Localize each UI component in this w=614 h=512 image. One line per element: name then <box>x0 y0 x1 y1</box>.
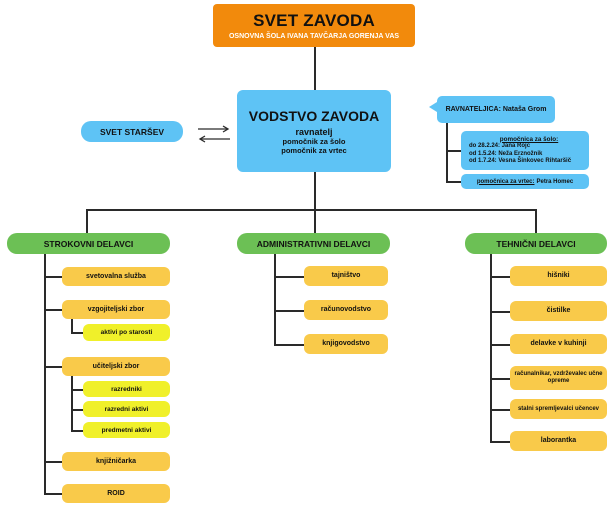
connector-pro-3-sub <box>71 375 73 431</box>
section-professional-header: STROKOVNI DELAVCI <box>7 233 170 254</box>
connector-tech-main <box>490 254 492 442</box>
pro-item-counseling: svetovalna služba <box>62 267 170 286</box>
connector-pro-3c <box>71 430 83 432</box>
connector-pro-1 <box>44 276 62 278</box>
pro-subitem-age-groups: aktivi po starosti <box>83 324 170 341</box>
connector-branch-tech <box>535 209 537 233</box>
connector-pro-4 <box>44 461 62 463</box>
connector-pro-5 <box>44 493 62 495</box>
connector-tech-2 <box>490 311 510 313</box>
assistant-school-box: pomočnica za šolo: do 28.2.24: Jana Rojc… <box>461 131 589 170</box>
pro-subitem-subject-groups: predmetni aktivi <box>83 422 170 438</box>
pro-subitem-class-teachers: razredniki <box>83 381 170 397</box>
management-box: VODSTVO ZAVODA ravnatelj pomočnik za šol… <box>237 90 391 172</box>
assistant-kindergarten-box: pomočnica za vrtec: Petra Homec <box>461 174 589 189</box>
connector-tech-6 <box>490 441 510 443</box>
assistant-school-row: od 1.5.24: Neža Erznožnik <box>469 150 543 157</box>
connector-assist-school <box>446 150 461 152</box>
adm-item-secretariat: tajništvo <box>304 266 388 286</box>
connector-tech-5 <box>490 409 510 411</box>
tech-item-kitchen: delavke v kuhinji <box>510 334 607 354</box>
tech-item-caretakers: hišniki <box>510 266 607 286</box>
connector-pro-2 <box>44 309 62 311</box>
assistant-kg-name: Petra Homec <box>536 178 574 185</box>
director-pointer-icon <box>429 102 437 112</box>
section-administrative-header: ADMINISTRATIVNI DELAVCI <box>237 233 390 254</box>
arrow-left-icon <box>198 135 230 143</box>
connector-pro-2-sub <box>71 318 73 333</box>
connector-adm-1 <box>274 276 304 278</box>
pro-item-roid: ROID <box>62 484 170 503</box>
assistant-kg-label: pomočnica za vrtec: <box>476 178 535 185</box>
header-subtitle: OSNOVNA ŠOLA IVANA TAVČARJA GORENJA VAS <box>228 33 400 40</box>
connector-director-tree <box>446 123 448 182</box>
connector-adm-3 <box>274 344 304 346</box>
pro-item-preschool-staff: vzgojiteljski zbor <box>62 300 170 319</box>
connector-pro-main <box>44 254 46 494</box>
header-title: SVET ZAVODA <box>253 11 375 30</box>
connector-tech-1 <box>490 276 510 278</box>
connector-pro-3b <box>71 409 83 411</box>
connector-pro-2a <box>71 332 83 334</box>
management-line3: pomočnik za vrtec <box>281 145 347 155</box>
tech-item-it-maintenance: računalnikar, vzdrževalec učne opreme <box>510 366 607 390</box>
connector-tech-3 <box>490 344 510 346</box>
connector-adm-2 <box>274 310 304 312</box>
adm-item-accounting: računovodstvo <box>304 300 388 320</box>
header-box: SVET ZAVODA OSNOVNA ŠOLA IVANA TAVČARJA … <box>213 4 415 47</box>
connector-mgmt-branch <box>314 172 316 233</box>
pro-subitem-class-groups: razredni aktivi <box>83 401 170 417</box>
section-technical-header: TEHNIČNI DELAVCI <box>465 233 607 254</box>
parents-council-box: SVET STARŠEV <box>81 121 183 142</box>
tech-item-cleaners: čistilke <box>510 301 607 321</box>
pro-item-librarian: knjižničarka <box>62 452 170 471</box>
arrow-right-icon <box>198 125 230 133</box>
connector-pro-3 <box>44 366 62 368</box>
director-box: RAVNATELJICA: Nataša Grom <box>437 96 555 123</box>
connector-adm-main <box>274 254 276 345</box>
tech-item-companions: stalni spremljevalci učencev <box>510 399 607 419</box>
assistant-school-row: od 1.7.24: Vesna Šinkovec Rihtaršič <box>469 158 572 164</box>
adm-item-bookkeeping: knjigovodstvo <box>304 334 388 354</box>
connector-pro-3a <box>71 389 83 391</box>
assistant-school-row: do 28.2.24: Jana Rojc <box>469 143 531 149</box>
connector-branch-horizontal <box>86 209 536 211</box>
pro-item-teachers: učiteljski zbor <box>62 357 170 376</box>
management-line1: ravnatelj <box>295 126 333 137</box>
connector-tech-4 <box>490 378 510 380</box>
tech-item-lab-technician: laborantka <box>510 431 607 451</box>
connector-branch-pro <box>86 209 88 233</box>
connector-top-mgmt <box>314 47 316 90</box>
connector-assist-kg <box>446 181 461 183</box>
management-title: VODSTVO ZAVODA <box>248 107 380 124</box>
assistant-school-heading: pomočnica za šolo: <box>499 135 559 143</box>
management-line2: pomočnik za šolo <box>282 136 346 146</box>
